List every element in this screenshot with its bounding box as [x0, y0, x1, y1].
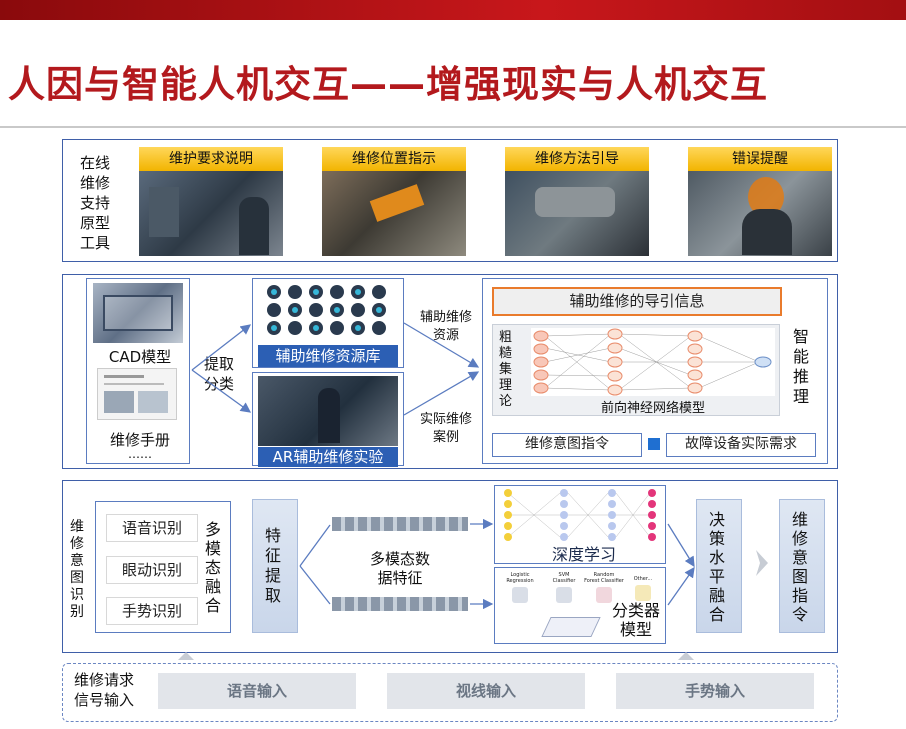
- card-1: 维护要求说明: [139, 147, 283, 256]
- deep-learning-diagram: [500, 489, 660, 541]
- intent-output-label: 维 修 意 图 指 令: [792, 510, 809, 624]
- feature-strip-bottom: [332, 597, 468, 611]
- deep-learning-label: 深度学习: [551, 545, 616, 564]
- card-header: 维修位置指示: [322, 147, 466, 171]
- page-title: 人因与智能人机交互——增强现实与人机交互: [8, 63, 768, 106]
- card-photo: [688, 171, 832, 256]
- eye-recognition: 眼动识别: [106, 556, 198, 584]
- classifier-lr-text: Logistic Regression: [506, 572, 534, 584]
- voice-input: 语音输入: [158, 673, 356, 709]
- gesture-recognition: 手势识别: [106, 597, 198, 625]
- manual-image: [97, 368, 177, 420]
- card-header: 维护要求说明: [139, 147, 283, 171]
- rough-set-theory-label: 粗 糙 集 理 论: [499, 330, 513, 409]
- nn-model-label: 前向神经网络模型: [600, 401, 705, 416]
- cad-model-label: CAD模型: [108, 348, 172, 366]
- nn-svg: [533, 328, 772, 396]
- classifier-lr: Logistic Regression: [500, 572, 540, 603]
- guide-info-header: 辅助维修的导引信息: [492, 287, 782, 316]
- deep-nn-svg: [504, 489, 656, 541]
- card-header: 维修方法引导: [505, 147, 649, 171]
- card-photo: [322, 171, 466, 256]
- card-header: 错误提醒: [688, 147, 832, 171]
- manual-ellipsis: ……: [128, 447, 152, 461]
- resource-library-title: 辅助维修资源库: [258, 345, 398, 367]
- fault-need-box: 故障设备实际需求: [666, 433, 816, 457]
- chevron-right-icon: [754, 548, 770, 578]
- classifier-svm-icon: [556, 587, 572, 603]
- top-banner: [0, 0, 906, 20]
- voice-recognition: 语音识别: [106, 514, 198, 542]
- feature-extract-box: [252, 499, 298, 633]
- classifier-other-icon: [635, 585, 651, 601]
- aux-resource-label: 辅助维修 资源: [419, 310, 472, 343]
- multimodal-fusion-label: 多 模 态 融 合: [205, 520, 222, 615]
- chevron-right-svg: [756, 550, 768, 576]
- card-4: 错误提醒: [688, 147, 832, 256]
- input-row: [62, 663, 838, 722]
- classifier-rf-text: Random Forest Classifier: [584, 572, 624, 584]
- prototype-tool-label: 在线 维修 支持 原型 工具: [80, 154, 111, 252]
- multimodal-feature-label: 多模态数 据特征: [369, 550, 430, 587]
- ar-experiment-title: AR辅助维修实验: [258, 447, 398, 467]
- resource-icons-svg: [267, 285, 386, 335]
- card-photo: [505, 171, 649, 256]
- nn-diagram: [531, 328, 775, 396]
- classifier-rf-icon: [596, 587, 612, 603]
- card-photo: [139, 171, 283, 256]
- request-input-label: 维修请求 信号输入: [74, 671, 135, 709]
- intent-recognition-label: 维 修 意 图 识 别: [70, 519, 84, 620]
- classifier-svm-text: SVM Classifier: [552, 572, 576, 584]
- classifier-model-label: 分类器 模型: [611, 601, 660, 639]
- title-divider: [0, 126, 906, 128]
- classifier-rf: Random Forest Classifier: [582, 572, 626, 603]
- decision-fusion-box: [696, 499, 742, 633]
- card-2: 维修位置指示: [322, 147, 466, 256]
- feature-strip-top: [332, 517, 468, 531]
- decision-fusion-label: 决 策 水 平 融 合: [709, 510, 726, 624]
- actual-case-label: 实际维修 案例: [419, 412, 472, 445]
- feature-extract-label: 特 征 提 取: [265, 526, 282, 605]
- classifier-svm: SVM Classifier: [544, 572, 584, 603]
- gesture-input: 手势输入: [616, 673, 814, 709]
- smart-inference-label: 智 能 推 理: [793, 327, 810, 406]
- cad-model-image: [93, 283, 183, 343]
- classifier-other: Other...: [626, 576, 660, 601]
- ar-experiment-photo: [258, 376, 398, 446]
- gaze-input: 视线输入: [387, 673, 585, 709]
- intent-command-box: 维修意图指令: [492, 433, 642, 457]
- card-3: 维修方法引导: [505, 147, 649, 256]
- link-square-icon: [648, 438, 660, 450]
- classifier-other-text: Other...: [633, 576, 653, 582]
- classifier-lr-icon: [512, 587, 528, 603]
- extract-classify-label: 提取 分类: [204, 355, 235, 393]
- intent-output-box: [779, 499, 825, 633]
- resource-icons-grid: [264, 283, 394, 339]
- manual-label: 维修手册: [109, 431, 170, 449]
